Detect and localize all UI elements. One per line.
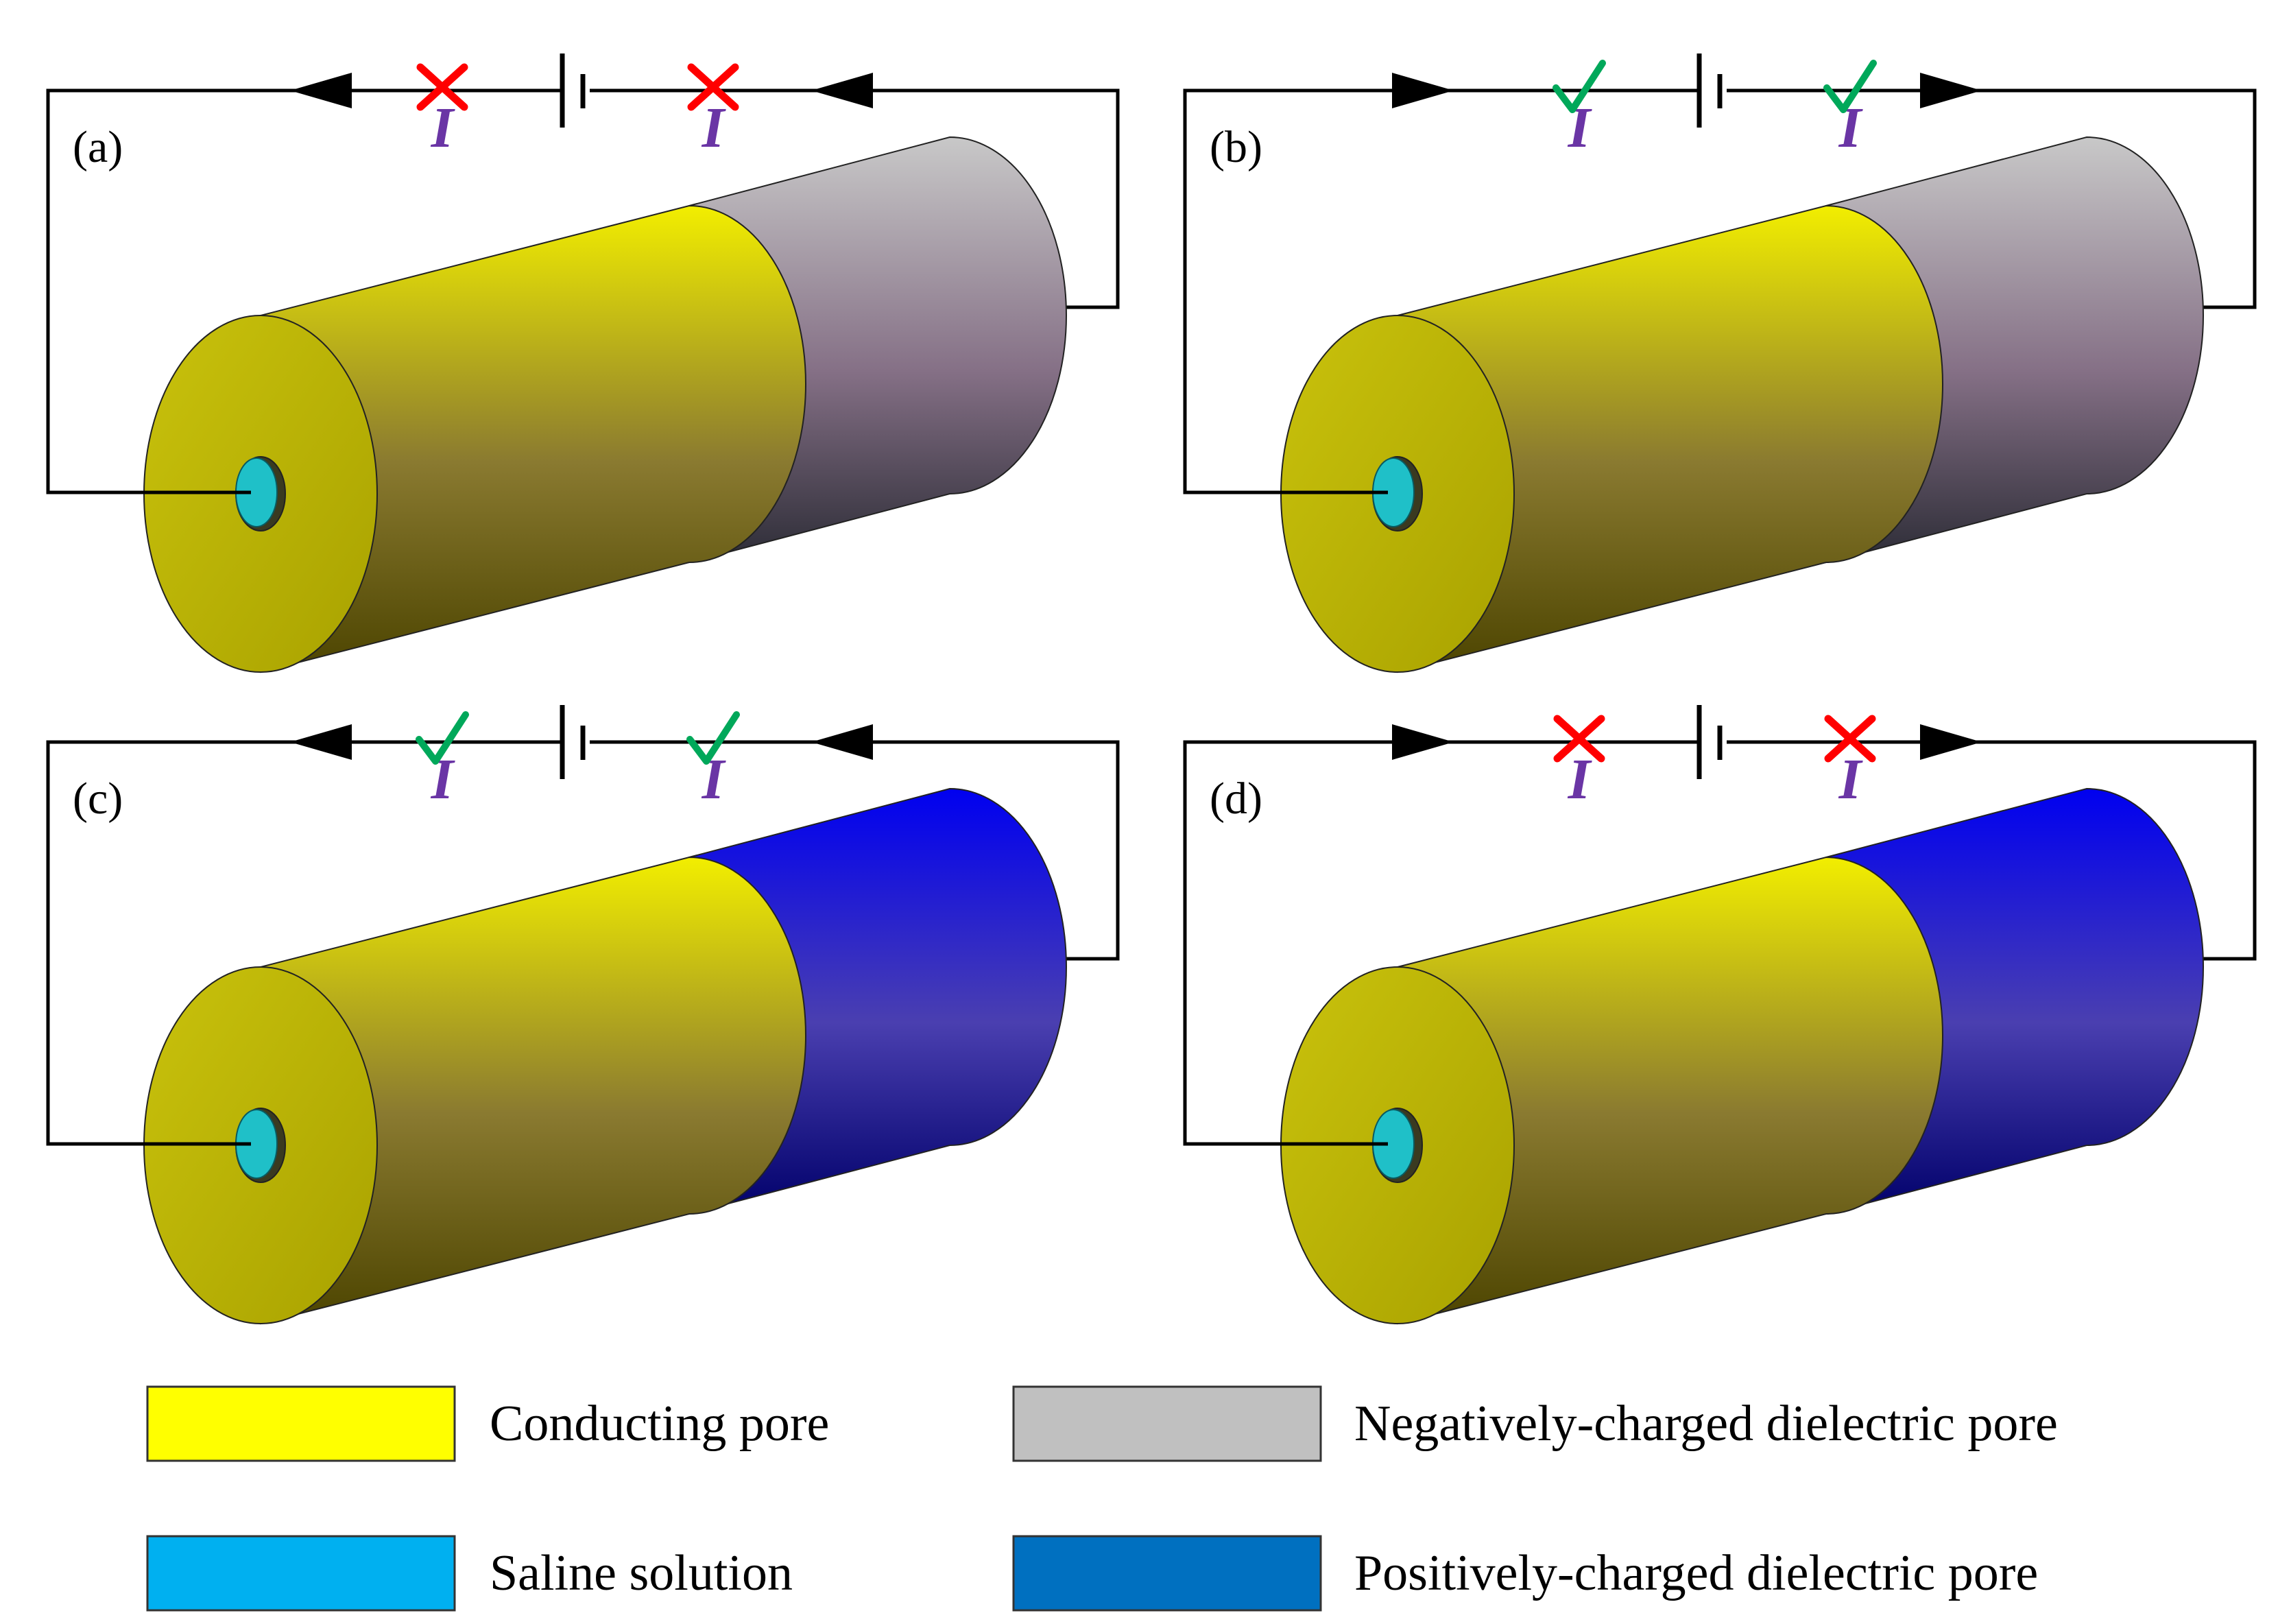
current-symbol: I [1838, 748, 1864, 811]
legend-swatch [1012, 1385, 1322, 1462]
cross-mark-icon [687, 63, 739, 111]
current-arrow-1 [290, 724, 352, 760]
current-symbol: I [702, 96, 727, 160]
legend-item: Negatively-charged dielectric pore [1012, 1385, 2058, 1462]
legend-item: Positively-charged dielectric pore [1012, 1535, 2038, 1612]
current-arrow-2 [1920, 73, 1982, 108]
panel-d: I I (d) [1183, 705, 2257, 1325]
conducting-pore [260, 856, 806, 1325]
panel-label: (b) [1210, 122, 1262, 172]
legend-swatch [146, 1385, 456, 1462]
current-arrow-1 [1392, 724, 1454, 760]
cross-mark-icon [1553, 715, 1605, 763]
current-arrow-1 [290, 73, 352, 108]
current-arrow-2 [811, 724, 873, 760]
panel-a: I I (a) [46, 53, 1120, 673]
panel-label: (a) [73, 122, 123, 172]
current-arrow-2 [811, 73, 873, 108]
check-mark-icon [686, 711, 740, 765]
legend-label: Positively-charged dielectric pore [1354, 1545, 2038, 1601]
legend-label: Conducting pore [490, 1396, 829, 1452]
legend-swatch [146, 1535, 456, 1612]
cross-mark-icon [416, 63, 468, 111]
legend-label: Negatively-charged dielectric pore [1354, 1396, 2058, 1452]
conducting-pore [1397, 856, 1943, 1325]
legend-label: Saline solution [490, 1545, 793, 1601]
check-mark-icon [1823, 60, 1877, 113]
legend-item: Saline solution [146, 1535, 793, 1612]
current-arrow-1 [1392, 73, 1454, 108]
panel-label: (c) [73, 774, 123, 824]
circuit-wire-right [1727, 740, 2257, 961]
legend-swatch [1012, 1535, 1322, 1612]
check-mark-icon [416, 711, 469, 765]
legend: Conducting pore Negatively-charged dielec… [146, 1385, 2058, 1612]
cross-mark-icon [1824, 715, 1876, 763]
current-symbol: I [1568, 748, 1593, 811]
check-mark-icon [1552, 60, 1606, 113]
current-arrow-2 [1920, 724, 1982, 760]
conducting-pore [260, 204, 806, 673]
panel-label: (d) [1210, 774, 1262, 824]
circuit-wire-right [1727, 88, 2257, 309]
legend-item: Conducting pore [146, 1385, 829, 1462]
conducting-pore [1397, 204, 1943, 673]
current-symbol: I [431, 96, 456, 160]
